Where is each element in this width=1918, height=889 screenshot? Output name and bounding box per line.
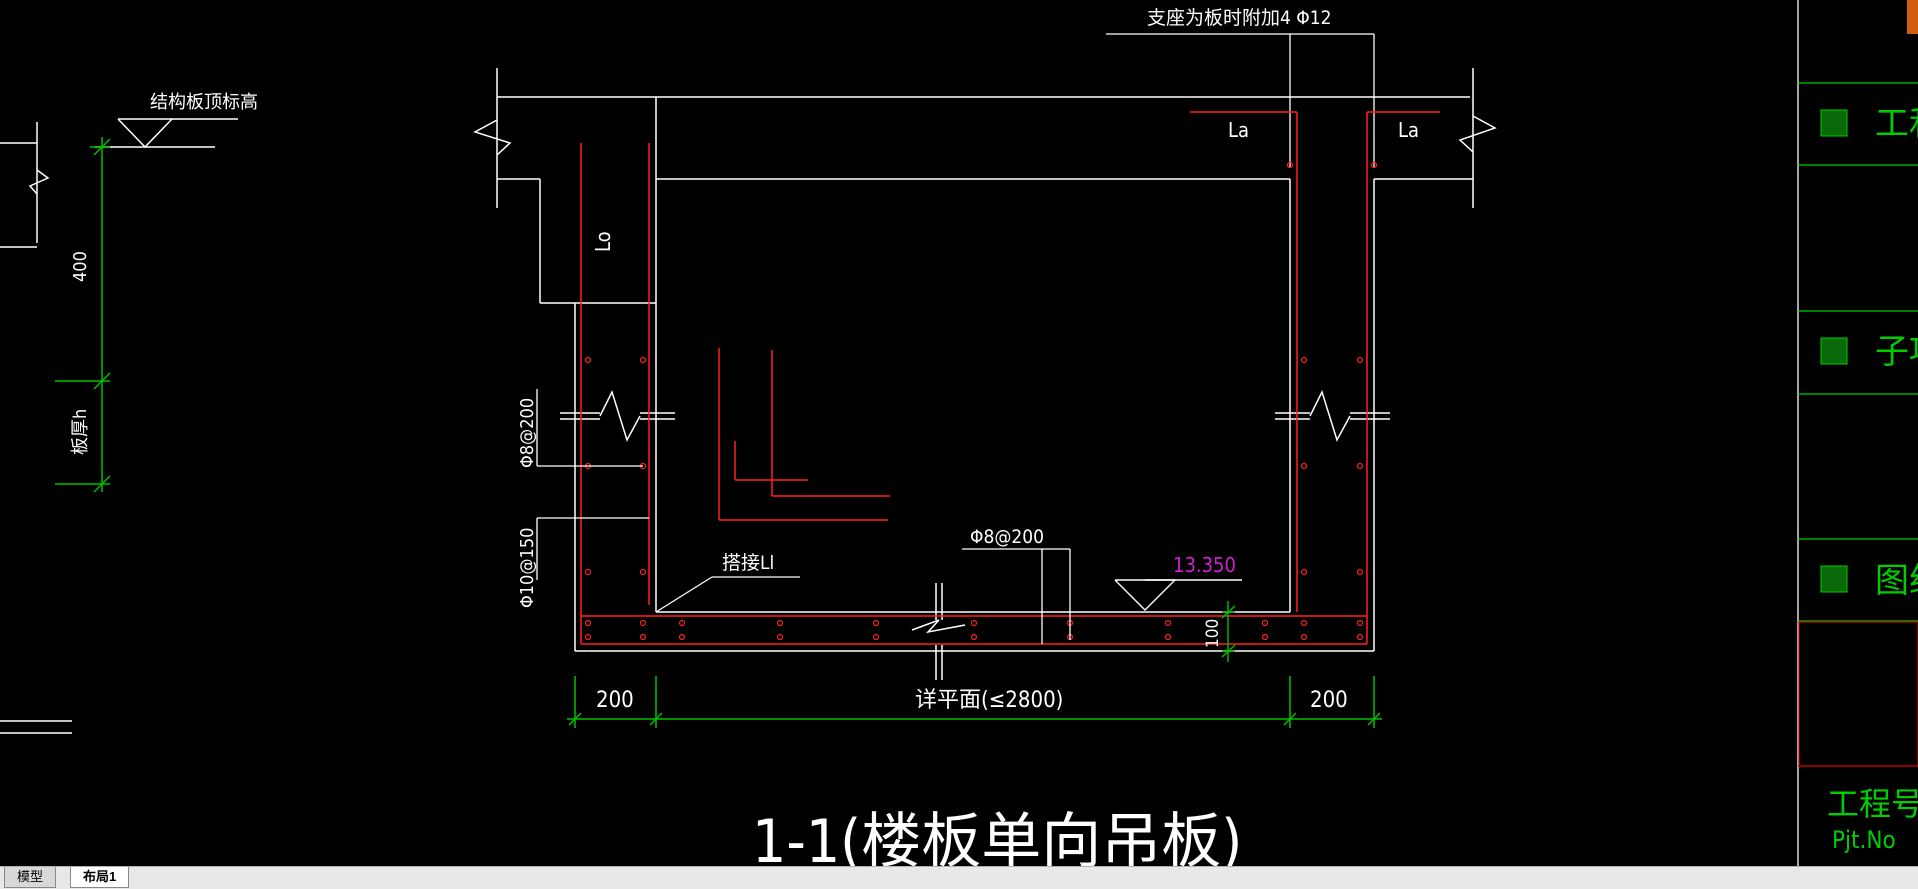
dim-200-left-label: 200: [596, 688, 634, 713]
rebar-leaders: [536, 389, 1071, 644]
support-note-label: 支座为板时附加4 Φ12: [1147, 7, 1332, 29]
dim-400-label: 400: [70, 251, 91, 282]
title-block-item2: 子项: [1875, 332, 1918, 372]
title-block-hatch-icons: [1820, 109, 1848, 593]
title-block-item3: 图纸: [1875, 561, 1918, 601]
elevation-marker-left: [95, 118, 238, 149]
la-left-label: La: [1228, 118, 1249, 142]
title-block-item1: 工和: [1875, 104, 1918, 144]
rebar-dots: [584, 161, 1378, 641]
dim-100-lines: [1221, 601, 1236, 662]
rebar-lines: [580, 111, 1440, 645]
bottom-dimension-lines: [567, 676, 1382, 728]
rebar-phi10-150-label: Φ10@150: [517, 528, 538, 608]
section-title: 1-1(楼板单向吊板): [752, 807, 1242, 866]
wall-break-lines: [560, 390, 1390, 680]
left-dimension-lines: [55, 137, 111, 493]
elevation-label: 13.350: [1173, 553, 1236, 577]
la-right-label: La: [1398, 118, 1419, 142]
elevation-marker: [1114, 579, 1242, 611]
left-detail: [0, 122, 72, 734]
dim-span-label: 详平面(≤2800): [915, 688, 1063, 713]
dim-200-right-label: 200: [1310, 688, 1348, 713]
title-block: [1797, 0, 1918, 866]
project-no-en: Pjt.No: [1832, 826, 1896, 854]
lap-label: 搭接Ll: [722, 552, 774, 574]
rebar-phi8-200-bottom-label: Φ8@200: [970, 526, 1044, 548]
drawing-canvas[interactable]: 结构板顶标高 400 板厚h 支座为板时附加4 Φ12: [0, 0, 1918, 866]
support-note-leader: [1106, 33, 1375, 168]
rebar-phi8-200-vertical-label: Φ8@200: [517, 398, 538, 468]
cad-drawing: 结构板顶标高 400 板厚h 支座为板时附加4 Φ12: [0, 0, 1918, 866]
layout-tab-bar: 模型 布局1: [0, 866, 1918, 889]
slab-thickness-label: 板厚h: [70, 409, 91, 455]
slab-and-hanger-outline: [473, 68, 1497, 652]
tab-model[interactable]: 模型: [4, 867, 57, 888]
dim-100-label: 100: [1203, 619, 1223, 648]
top-elevation-label: 结构板顶标高: [150, 92, 258, 113]
tab-layout1[interactable]: 布局1: [70, 867, 130, 888]
lo-label: Lo: [591, 231, 615, 252]
project-no-cn: 工程号: [1827, 785, 1918, 823]
